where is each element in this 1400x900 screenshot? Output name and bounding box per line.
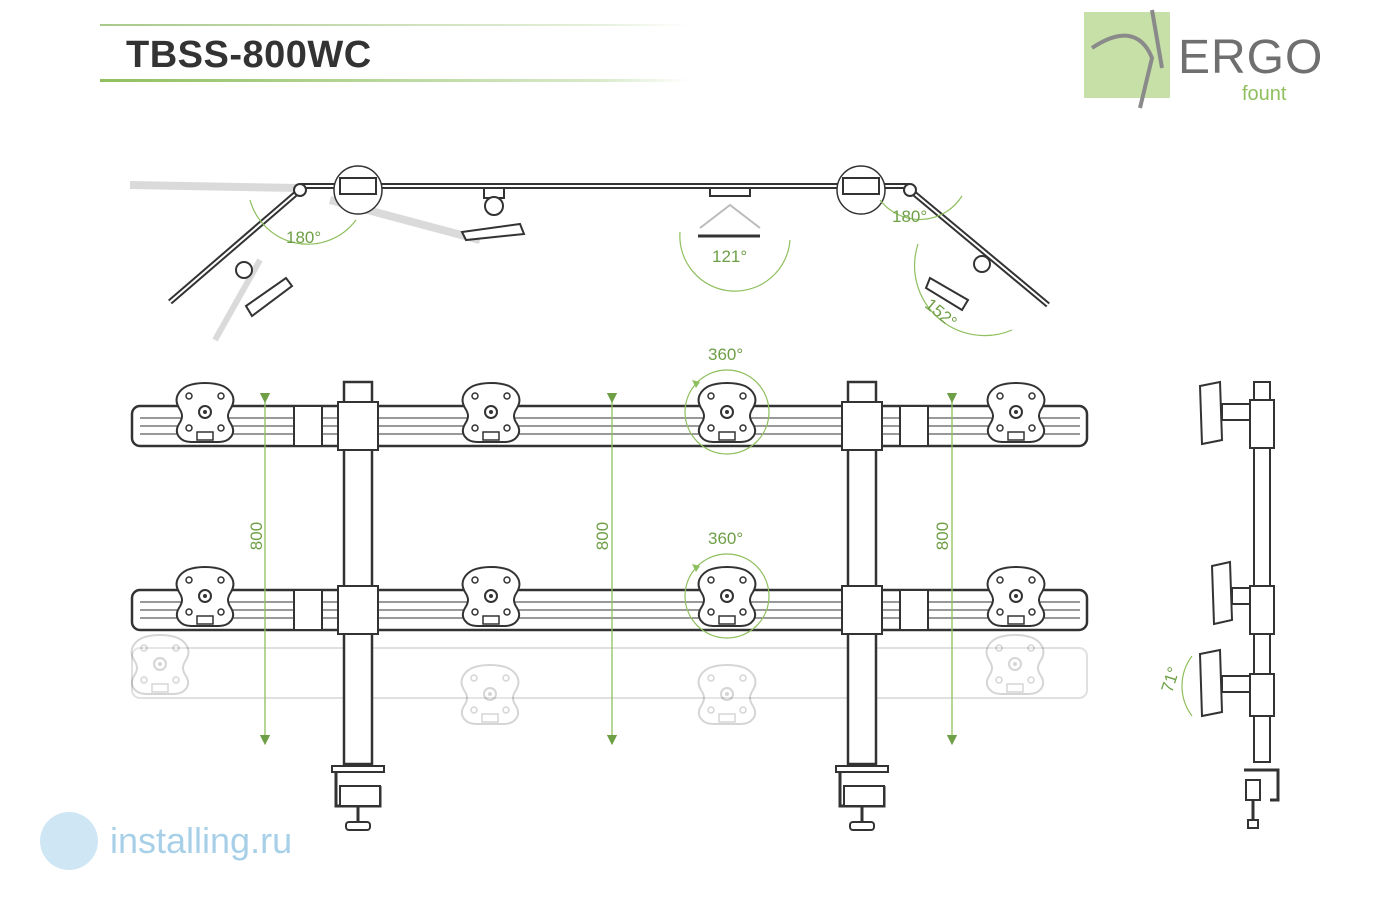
arc-left-180 <box>249 199 357 245</box>
angle-left-label: 180° <box>286 228 321 247</box>
vesa-plate-lower-4 <box>986 566 1046 627</box>
front-view: 360° 360° 800 800 800 <box>130 345 1089 831</box>
title-block: TBSS-800WC <box>100 22 690 84</box>
vesa-plate-lower-2 <box>461 566 521 627</box>
side-mount-middle <box>1210 560 1251 626</box>
vesa-plate-upper-3 <box>697 382 757 443</box>
watermark: installing.ru <box>20 806 316 878</box>
top-mount-right <box>924 255 991 312</box>
vesa-plate-lower-1 <box>175 566 235 627</box>
title-rule-bottom <box>100 79 690 82</box>
height-right-label: 800 <box>933 522 952 550</box>
rotation-lower-label: 360° <box>708 529 743 548</box>
tilt-arc <box>1181 655 1193 717</box>
height-center-label: 800 <box>593 522 612 550</box>
ghost-arm-left-3 <box>212 258 263 342</box>
side-view: 71° <box>1158 380 1280 829</box>
watermark-icon <box>40 812 98 870</box>
top-view: 180° 121° 180° 152° <box>129 165 1050 342</box>
logo-wordmark: ERGO <box>1178 31 1324 84</box>
product-title: TBSS-800WC <box>126 34 372 76</box>
tilt-label: 71° <box>1158 664 1184 694</box>
arc-center-121 <box>679 231 791 292</box>
top-mount-center-left <box>460 187 526 242</box>
side-clamp <box>1244 768 1280 802</box>
logo-subword: fount <box>1242 83 1287 105</box>
vesa-plate-upper-4 <box>986 382 1046 443</box>
vesa-plate-lower-3 <box>697 566 757 627</box>
arc-right-180 <box>879 195 963 221</box>
ghost-arm-left <box>129 181 301 192</box>
logo-swoosh-icon <box>1090 9 1164 109</box>
side-mount-upper <box>1198 380 1251 446</box>
angle-right-label: 180° <box>892 207 927 226</box>
top-mount-left <box>235 261 294 318</box>
angle-center-label: 121° <box>712 247 747 266</box>
pole-left <box>331 380 385 831</box>
title-rule-top <box>100 24 690 26</box>
rotation-circle-lower <box>684 553 770 639</box>
watermark-text: installing.ru <box>110 820 293 861</box>
vesa-plate-upper-1 <box>175 382 235 443</box>
ghost-rail <box>131 647 1088 699</box>
side-mount-lower <box>1198 648 1251 718</box>
vesa-plate-upper-2 <box>461 382 521 443</box>
pole-right <box>835 380 889 831</box>
arc-right-152 <box>913 243 1013 337</box>
side-pole <box>1253 381 1271 763</box>
top-mount-center-right <box>698 187 761 238</box>
ergofount-logo: ERGO fount <box>1082 8 1322 118</box>
rail-lower <box>130 588 1089 632</box>
rotation-upper-label: 360° <box>708 345 743 364</box>
rotation-circle-upper <box>684 369 770 455</box>
rail-upper <box>130 404 1089 448</box>
height-left-label: 800 <box>247 522 266 550</box>
